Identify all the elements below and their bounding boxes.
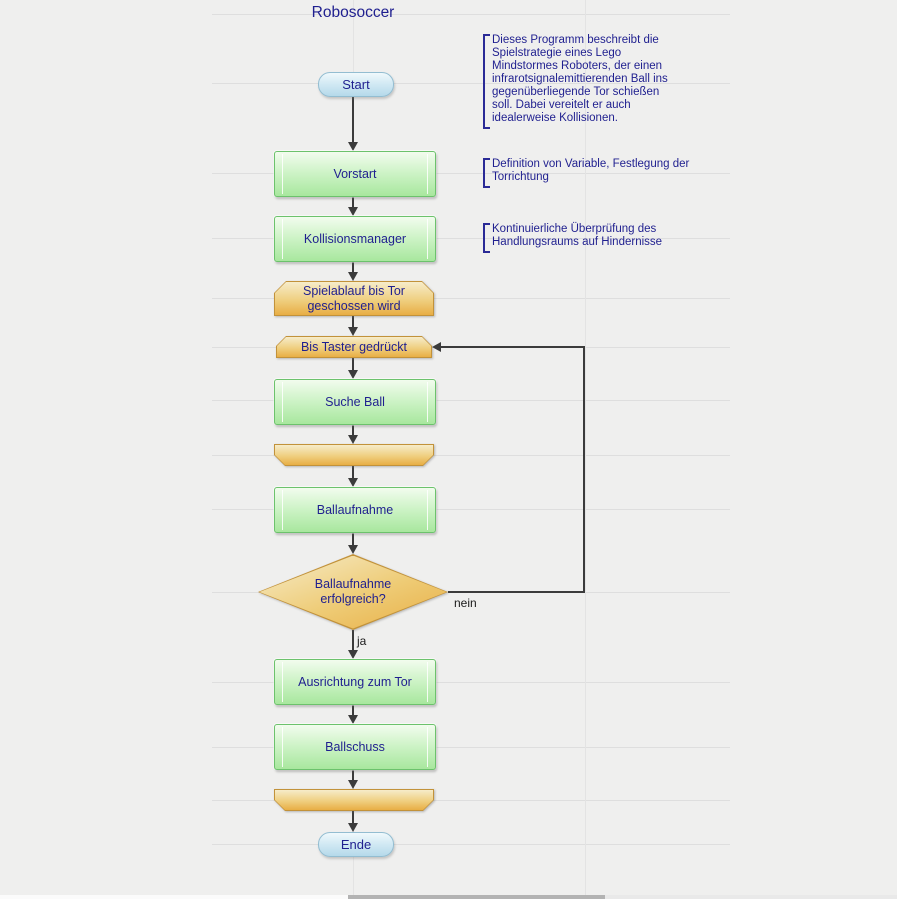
- arrowhead-down-icon: [348, 715, 358, 724]
- connector: [352, 703, 354, 716]
- bracket-icon: [483, 34, 490, 129]
- grid-line-h: [212, 455, 730, 456]
- grid-line-h: [212, 173, 730, 174]
- subroutine-bar-icon: [282, 662, 283, 702]
- node-spielablauf-loop-start[interactable]: Spielablauf bis Tor geschossen wird: [274, 281, 434, 316]
- horizontal-scrollbar-track[interactable]: [605, 895, 897, 899]
- arrowhead-down-icon: [348, 207, 358, 216]
- subroutine-bar-icon: [282, 219, 283, 259]
- arrowhead-down-icon: [348, 650, 358, 659]
- annotation-text: Definition von Variable, Festlegung der …: [492, 158, 690, 183]
- grid-line-v: [585, 0, 586, 896]
- node-ende[interactable]: Ende: [318, 832, 394, 857]
- subroutine-bar-icon: [427, 382, 428, 422]
- subroutine-bar-icon: [282, 727, 283, 767]
- subroutine-bar-icon: [282, 382, 283, 422]
- arrowhead-down-icon: [348, 478, 358, 487]
- arrowhead-down-icon: [348, 435, 358, 444]
- arrowhead-left-icon: [432, 342, 441, 352]
- connector: [352, 95, 354, 143]
- connector: [352, 768, 354, 781]
- annotation-text: Kontinuierliche Überprüfung des Handlung…: [492, 223, 663, 248]
- node-loop-end-outer[interactable]: [274, 789, 434, 811]
- annotation-kollisionsmanager[interactable]: Kontinuierliche Überprüfung des Handlung…: [483, 223, 693, 253]
- grid-line-h: [212, 400, 730, 401]
- annotation-program[interactable]: Dieses Programm beschreibt die Spielstra…: [483, 34, 683, 129]
- arrowhead-down-icon: [348, 142, 358, 151]
- arrowhead-down-icon: [348, 780, 358, 789]
- connector-no-top: [441, 346, 585, 348]
- subroutine-bar-icon: [282, 154, 283, 194]
- connector-no-right: [583, 346, 585, 593]
- subroutine-bar-icon: [427, 727, 428, 767]
- grid-line-h: [212, 844, 730, 845]
- bracket-icon: [483, 223, 490, 253]
- decision-shape: Ballaufnahme erfolgreich?: [258, 554, 448, 630]
- arrowhead-down-icon: [348, 272, 358, 281]
- node-ballschuss[interactable]: Ballschuss: [274, 724, 436, 770]
- subroutine-bar-icon: [427, 154, 428, 194]
- edge-label-no: nein: [454, 596, 477, 610]
- node-label: Spielablauf bis Tor geschossen wird: [303, 283, 405, 313]
- loop-start-shape: Spielablauf bis Tor geschossen wird: [274, 281, 434, 316]
- node-label: Suche Ball: [325, 394, 385, 409]
- node-vorstart[interactable]: Vorstart: [274, 151, 436, 197]
- arrowhead-down-icon: [348, 823, 358, 832]
- grid-line-h: [212, 14, 730, 15]
- connector: [352, 531, 354, 546]
- node-ballaufnahme[interactable]: Ballaufnahme: [274, 487, 436, 533]
- connector: [352, 811, 354, 824]
- grid-line-h: [212, 800, 730, 801]
- arrowhead-down-icon: [348, 370, 358, 379]
- connector: [352, 260, 354, 273]
- grid-line-h: [212, 238, 730, 239]
- node-label: Kollisionsmanager: [303, 231, 407, 246]
- horizontal-scrollbar-thumb[interactable]: [348, 895, 605, 899]
- edge-label-yes: ja: [357, 634, 367, 648]
- loop-end-shape: [274, 444, 434, 466]
- annotation-text: Dieses Programm beschreibt die Spielstra…: [492, 34, 668, 124]
- subroutine-bar-icon: [427, 662, 428, 702]
- connector: [352, 358, 354, 371]
- connector: [352, 466, 354, 479]
- loop-start-shape: Bis Taster gedrückt: [276, 336, 432, 358]
- connector-no-bottom: [448, 591, 585, 593]
- node-label: Ballschuss: [325, 739, 385, 754]
- connector: [352, 316, 354, 328]
- arrowhead-down-icon: [348, 545, 358, 554]
- node-loop-end-inner[interactable]: [274, 444, 434, 466]
- node-bis-taster-loop-start[interactable]: Bis Taster gedrückt: [276, 336, 432, 358]
- subroutine-bar-icon: [427, 219, 428, 259]
- node-label: Ballaufnahme: [316, 502, 394, 517]
- grid-line-h: [212, 298, 730, 299]
- node-label: Ausrichtung zum Tor: [298, 674, 412, 689]
- node-suche-ball[interactable]: Suche Ball: [274, 379, 436, 425]
- grid-line-h: [212, 83, 730, 84]
- connector: [352, 195, 354, 208]
- connector-yes: [352, 630, 354, 651]
- grid-line-h: [212, 747, 730, 748]
- node-label: Start: [342, 77, 370, 92]
- arrowhead-down-icon: [348, 327, 358, 336]
- node-label: Bis Taster gedrückt: [300, 339, 408, 354]
- bracket-icon: [483, 158, 490, 188]
- loop-end-shape: [274, 789, 434, 811]
- node-decision-ballaufnahme[interactable]: Ballaufnahme erfolgreich?: [258, 554, 448, 630]
- node-kollisionsmanager[interactable]: Kollisionsmanager: [274, 216, 436, 262]
- node-label: Ballaufnahme erfolgreich?: [314, 577, 392, 606]
- diagram-title: Robosoccer: [311, 4, 395, 21]
- grid-line-h: [212, 682, 730, 683]
- node-ausrichtung[interactable]: Ausrichtung zum Tor: [274, 659, 436, 705]
- node-start[interactable]: Start: [318, 72, 394, 97]
- connector: [352, 423, 354, 436]
- annotation-vorstart[interactable]: Definition von Variable, Festlegung der …: [483, 158, 693, 188]
- subroutine-bar-icon: [282, 490, 283, 530]
- grid-line-h: [212, 509, 730, 510]
- node-label: Ende: [340, 837, 372, 852]
- node-label: Vorstart: [333, 166, 377, 181]
- subroutine-bar-icon: [427, 490, 428, 530]
